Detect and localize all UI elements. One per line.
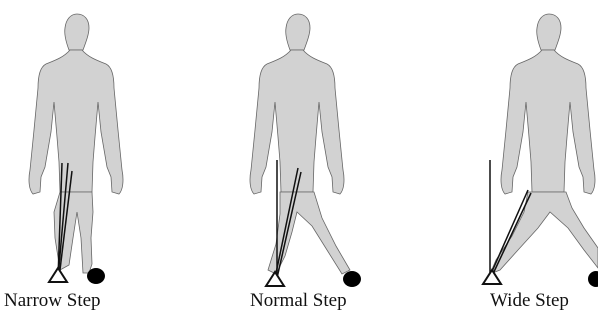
body-silhouette bbox=[490, 14, 598, 274]
caption-normal-step: Normal Step bbox=[250, 290, 347, 312]
foot-shoe bbox=[87, 268, 105, 284]
figure-wide-step bbox=[483, 14, 598, 287]
foot-marker bbox=[49, 268, 67, 282]
body-silhouette bbox=[250, 14, 350, 274]
foot-marker bbox=[483, 270, 501, 284]
caption-wide-step: Wide Step bbox=[490, 290, 569, 312]
figure-normal-step bbox=[250, 14, 361, 287]
foot-shoe bbox=[343, 271, 361, 287]
foot-shoe bbox=[588, 271, 598, 287]
body-silhouette bbox=[29, 14, 123, 273]
foot-marker bbox=[266, 272, 284, 286]
figure-narrow-step bbox=[29, 14, 123, 284]
caption-narrow-step: Narrow Step bbox=[4, 290, 101, 312]
